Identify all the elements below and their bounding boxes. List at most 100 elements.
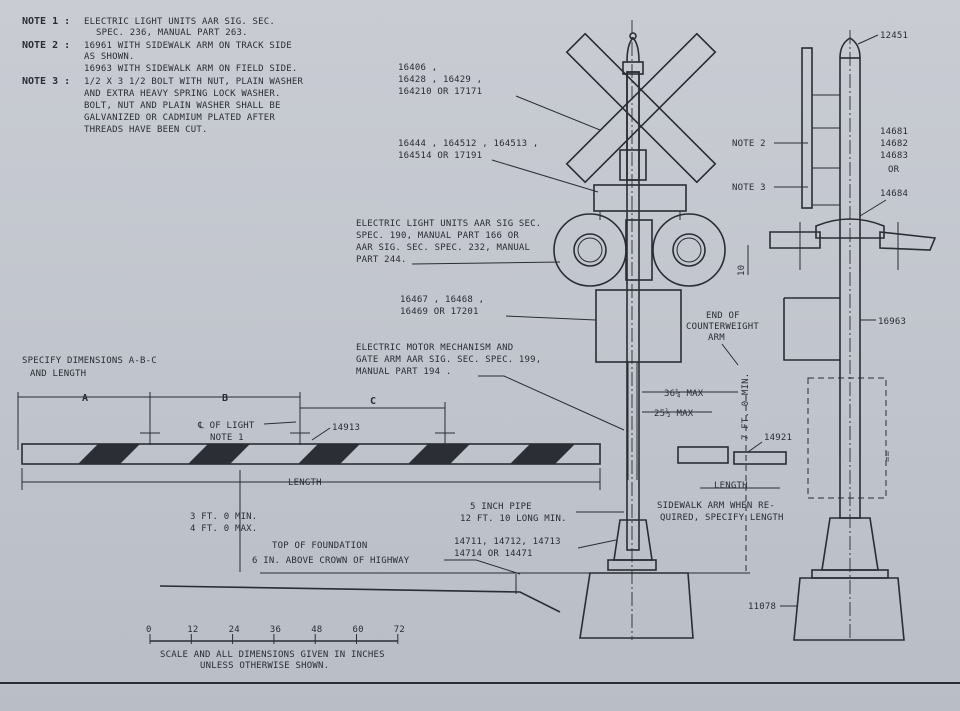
counterweight [677, 446, 729, 464]
dim-b-label: B [222, 393, 228, 404]
light-hub [625, 219, 653, 281]
specify-dims-1: SPECIFY DIMENSIONS A-B-C [22, 356, 157, 366]
mech-parts-2: 16469 OR 17201 [400, 307, 479, 317]
note3-line4: GALVANIZED OR CADMIUM PLATED AFTER [84, 113, 275, 123]
light-lens-left [573, 233, 607, 267]
part-14913: 14913 [332, 423, 360, 433]
leader-side-parts [859, 199, 887, 217]
gate-base-casting [613, 519, 653, 561]
mech-parts-1: 16467 , 16468 , [400, 295, 484, 305]
side-sidewalk-arm [783, 297, 840, 361]
note3-line2: AND EXTRA HEAVY SPRING LOCK WASHER. [84, 89, 281, 99]
end-cw-line3: ARM [708, 333, 725, 343]
front-mast [619, 20, 647, 640]
light-unit-right [652, 213, 726, 287]
crossbuck-blade-1 [565, 32, 717, 184]
light-crossarm-box [593, 184, 687, 212]
front-callouts: 16406 , 16428 , 16429 , 164210 OR 17171 … [356, 63, 625, 559]
scale-tick-label: 12 [187, 625, 198, 635]
leader-end-cw [721, 343, 739, 366]
side-marker: == [883, 450, 893, 462]
finial-knob [629, 32, 637, 40]
bracket-parts-1: 16444 , 164512 , 164513 , [398, 139, 538, 149]
side-light-housing [815, 218, 885, 239]
base-flange [607, 559, 657, 571]
base-parts-2: 14714 OR 14471 [454, 549, 533, 559]
lights-spec-3: AAR SIG. SEC. SPEC. 232, MANUAL [356, 243, 530, 253]
note1-line2: SPEC. 236, MANUAL PART 263. [96, 28, 248, 38]
specify-dims-2: AND LENGTH [30, 369, 86, 379]
gate-arm [21, 443, 601, 465]
highway-crown-line [159, 585, 561, 613]
crossbuck-parts-3: 164210 OR 17171 [398, 87, 482, 97]
cl-light-label: ℄ OF LIGHT [197, 421, 255, 431]
side-view: 12451 NOTE 2 NOTE 3 14681 14682 14683 OR… [732, 30, 937, 641]
light-assembly [553, 184, 726, 287]
scale-caption-1: SCALE AND ALL DIMENSIONS GIVEN IN INCHES [160, 650, 385, 660]
leader-cl [263, 421, 297, 425]
note2-label: NOTE 2 : [22, 40, 70, 51]
crossbuck-blade-2 [565, 32, 717, 184]
note1-line1: ELECTRIC LIGHT UNITS AAR SIG. SEC. [84, 17, 275, 27]
pipe-spec-2: 12 FT. 10 LONG MIN. [460, 514, 567, 524]
mast-cap-collar [622, 61, 644, 75]
motor-spec-2: GATE ARM AAR SIG. SEC. SPEC. 199, [356, 355, 541, 365]
dim-c-label: C [370, 396, 376, 407]
notes-block: NOTE 1 : ELECTRIC LIGHT UNITS AAR SIG. S… [22, 16, 304, 135]
side-parts-3: 14683 [880, 151, 908, 161]
note3-label: NOTE 3 : [22, 76, 70, 87]
dim-7ft-label: 7 FT. 0 MIN. [741, 373, 751, 440]
sidewalk-arm [733, 451, 787, 465]
end-cw-line2: COUNTERWEIGHT [686, 322, 759, 332]
side-parts-4: OR [888, 165, 900, 175]
gate-mechanism-box [595, 289, 682, 363]
scale-tick-label: 72 [394, 625, 405, 635]
crossbuck-parts-2: 16428 , 16429 , [398, 75, 482, 85]
leader-mech [505, 315, 597, 321]
sidewalk-note-1: SIDEWALK ARM WHEN RE- [657, 501, 775, 511]
side-parts-1: 14681 [880, 127, 908, 137]
foundation-label-2: 6 IN. ABOVE CROWN OF HIGHWAY [252, 556, 410, 566]
side-crossbuck-edge [801, 47, 813, 209]
leader-foundation [444, 559, 521, 575]
leader-lights [411, 261, 561, 265]
part-14921: 14921 [764, 433, 792, 443]
leader-base [577, 539, 617, 549]
note2-line3: 16963 WITH SIDEWALK ARM ON FIELD SIDE. [84, 64, 298, 74]
foundation-label-1: TOP OF FOUNDATION [272, 541, 368, 551]
dim-36-label: 36¼ MAX [664, 389, 704, 399]
front-base [260, 519, 750, 639]
side-note2: NOTE 2 [732, 139, 766, 149]
side-light-left [769, 231, 821, 249]
side-foundation [793, 577, 905, 641]
side-part-11078: 11078 [748, 602, 776, 612]
light-lens-left-inner [577, 237, 603, 263]
sidewalk-arm-assembly: 10 36¼ MAX 25½ MAX 7 FT. 0 MIN. 14921 LE… [642, 245, 792, 575]
light-lens-right [672, 233, 706, 267]
leader-crossbuck [515, 95, 601, 131]
gate-arm-view: SPECIFY DIMENSIONS A-B-C AND LENGTH A B … [17, 356, 601, 613]
mast-bracket [619, 149, 647, 181]
end-cw-line1: END OF [706, 311, 740, 321]
side-mech-outline [807, 377, 887, 499]
side-parts-2: 14682 [880, 139, 908, 149]
scale-tick-label: 0 [146, 625, 152, 635]
scale-tick-label: 48 [311, 625, 322, 635]
leader-12451 [857, 34, 879, 45]
arm-height-1: 3 FT. 0 MIN. [190, 512, 257, 522]
scale-tick-label: 24 [229, 625, 240, 635]
note1-label: NOTE 1 : [22, 16, 70, 27]
note3-line5: THREADS HAVE BEEN CUT. [84, 125, 208, 135]
note3-line1: 1/2 X 3 1/2 BOLT WITH NUT, PLAIN WASHER [84, 77, 304, 87]
bracket-parts-2: 164514 OR 17191 [398, 151, 482, 161]
side-part-12451: 12451 [880, 31, 908, 41]
motor-spec-1: ELECTRIC MOTOR MECHANISM AND [356, 343, 513, 353]
lights-spec-1: ELECTRIC LIGHT UNITS AAR SIG SEC. [356, 219, 541, 229]
light-unit-left [553, 213, 627, 287]
leader-bracket [491, 159, 599, 193]
side-parts-5: 14684 [880, 189, 908, 199]
